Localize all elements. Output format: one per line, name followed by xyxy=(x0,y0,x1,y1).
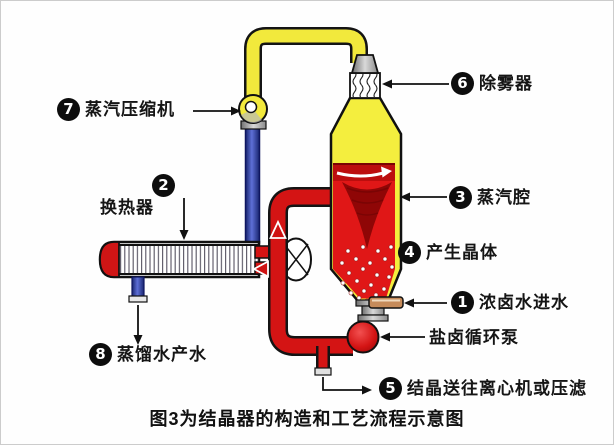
badge-6: 6 xyxy=(451,72,474,95)
label-distilled-text: 蒸馏水产水 xyxy=(117,345,207,364)
label-crystals: 4 产生晶体 xyxy=(398,241,498,264)
badge-4: 4 xyxy=(398,241,421,264)
label-compressor-text: 蒸汽压缩机 xyxy=(85,100,175,119)
steam-pipe xyxy=(244,27,368,113)
label-crystal-out-text: 结晶送往离心机或压滤 xyxy=(407,379,587,398)
figure-caption: 图3为结晶器的构造和工艺流程示意图 xyxy=(149,409,465,429)
leader-arrows xyxy=(179,79,449,342)
badge-3: 3 xyxy=(449,186,472,209)
label-vapor-chamber-text: 蒸汽腔 xyxy=(477,188,531,207)
label-demister: 6 除雾器 xyxy=(451,72,533,95)
vapor-compressor-icon xyxy=(238,94,268,130)
label-circulation-pump: 盐卤循环泵 xyxy=(429,326,519,349)
label-exchanger-badge: 2 xyxy=(152,174,175,197)
condensate-pipe xyxy=(244,126,261,244)
arrow-to-brine-inlet xyxy=(404,298,447,308)
label-brine-inlet: 1 浓卤水进水 xyxy=(451,291,569,314)
arrow-to-demister xyxy=(382,79,449,89)
label-distilled: 8 蒸馏水产水 xyxy=(89,343,207,366)
label-brine-inlet-text: 浓卤水进水 xyxy=(479,293,569,312)
label-crystal-out: 5 结晶送往离心机或压滤 xyxy=(379,377,587,400)
distilled-water-pipe xyxy=(128,276,148,345)
demister-cap-icon xyxy=(349,54,381,99)
label-circulation-pump-text: 盐卤循环泵 xyxy=(429,328,519,347)
label-compressor: 7 蒸汽压缩机 xyxy=(57,98,175,121)
arrow-to-vapor-chamber xyxy=(400,192,447,202)
badge-1: 1 xyxy=(451,291,474,314)
badge-7: 7 xyxy=(57,98,80,121)
circulation-pump-icon xyxy=(346,320,380,354)
label-exchanger-text: 换热器 xyxy=(100,198,154,217)
label-demister-text: 除雾器 xyxy=(479,74,533,93)
badge-8: 8 xyxy=(89,343,112,366)
heat-exchanger-body xyxy=(98,237,312,282)
label-crystals-text: 产生晶体 xyxy=(426,243,498,262)
label-vapor-chamber: 3 蒸汽腔 xyxy=(449,186,531,209)
circulation-pipe xyxy=(252,187,353,356)
crystal-outlet-pipe xyxy=(314,346,372,395)
badge-5: 5 xyxy=(379,377,402,400)
arrow-to-compressor xyxy=(193,106,241,116)
crystallizer-vessel xyxy=(329,96,403,304)
label-exchanger: 换热器 xyxy=(100,196,154,219)
arrow-to-pump xyxy=(380,332,425,342)
arrow-to-exchanger xyxy=(179,198,189,240)
brine-inlet-pipe xyxy=(368,296,404,309)
badge-2: 2 xyxy=(152,174,175,197)
